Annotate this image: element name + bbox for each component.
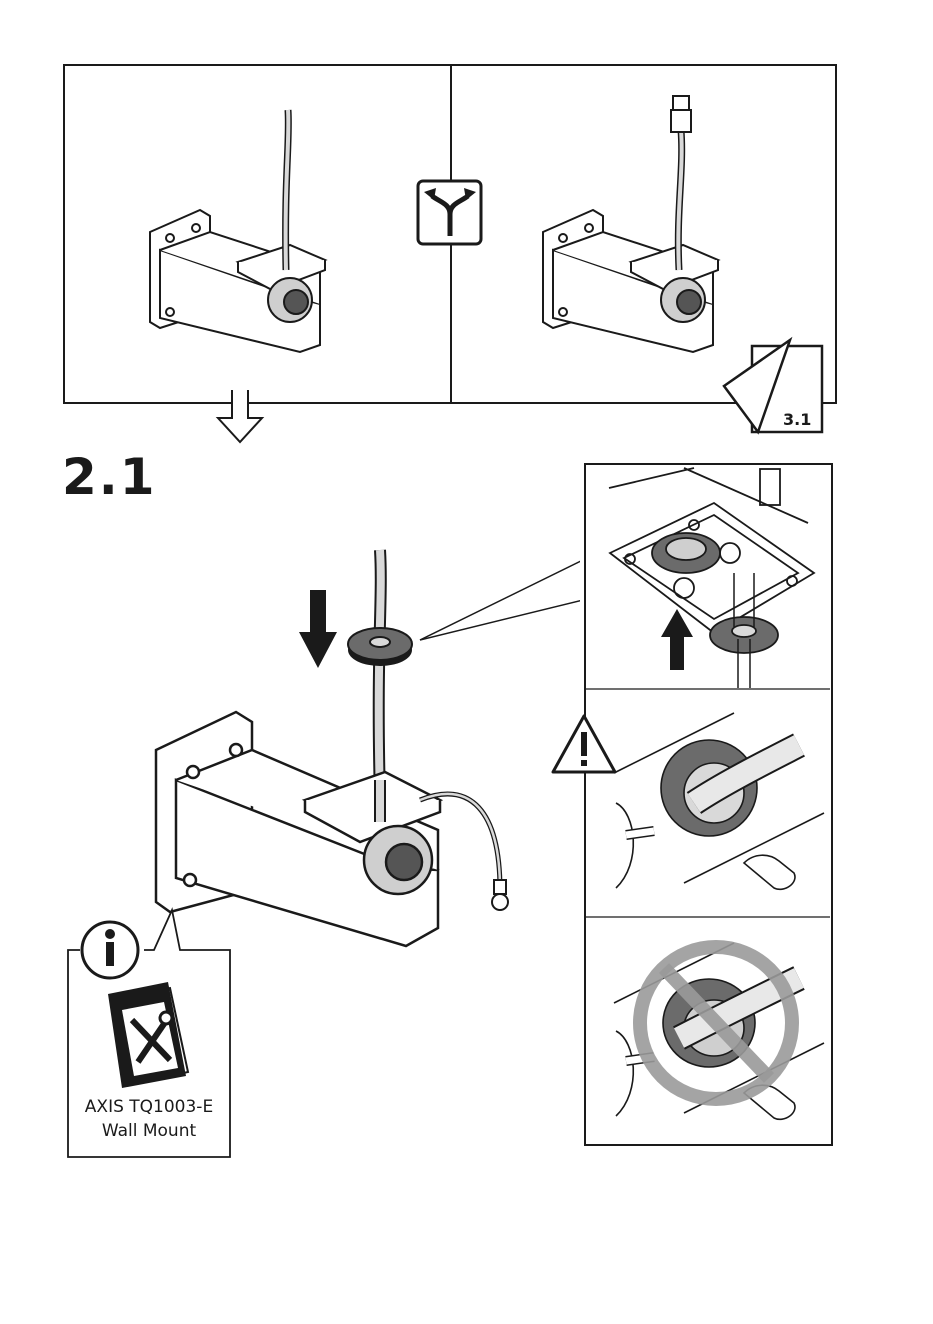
wall-bracket-right-illustration: [543, 210, 718, 352]
grommet: [348, 628, 412, 666]
info-icon: [82, 922, 138, 978]
down-hollow-arrow-icon: [218, 390, 262, 442]
rj45-connector: [671, 96, 691, 132]
reference-step-label: 3.1: [783, 410, 811, 429]
wall-bracket-left-illustration: [150, 210, 325, 352]
detail-panel: [584, 463, 834, 1148]
branch-arrow-icon: [418, 181, 481, 244]
warning-triangle-icon: [549, 712, 619, 776]
manual-title: AXIS TQ1003-E: [70, 1095, 228, 1119]
manual-caption: AXIS TQ1003-E Wall Mount: [70, 1095, 228, 1143]
manual-subtitle: Wall Mount: [70, 1119, 228, 1143]
top-options-panel: [0, 0, 933, 450]
main-installation-illustration: [0, 450, 580, 970]
ground-ring-terminal: [492, 880, 508, 910]
push-down-arrow-icon: [299, 590, 337, 668]
